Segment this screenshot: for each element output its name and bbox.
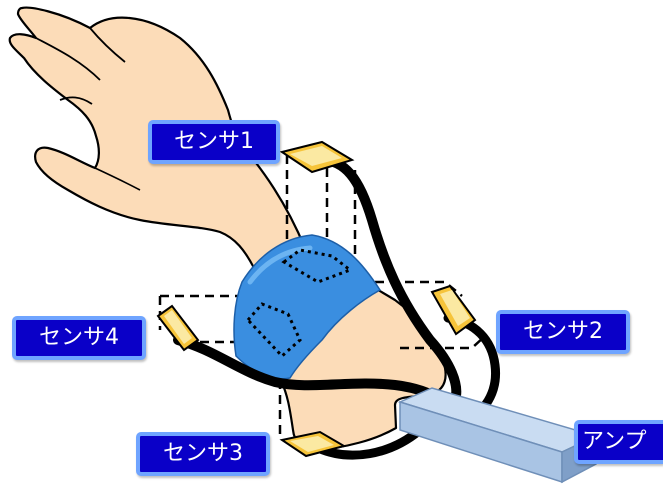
sensor2-label: センサ2 — [496, 310, 630, 354]
sensor3-label: センサ3 — [136, 432, 270, 476]
amplifier-box — [400, 388, 596, 482]
amp-label: アンプ — [574, 420, 663, 464]
sensor1-label: センサ1 — [148, 120, 280, 164]
sensor-pad-4 — [158, 306, 198, 350]
sensor4-label: センサ4 — [12, 316, 146, 360]
